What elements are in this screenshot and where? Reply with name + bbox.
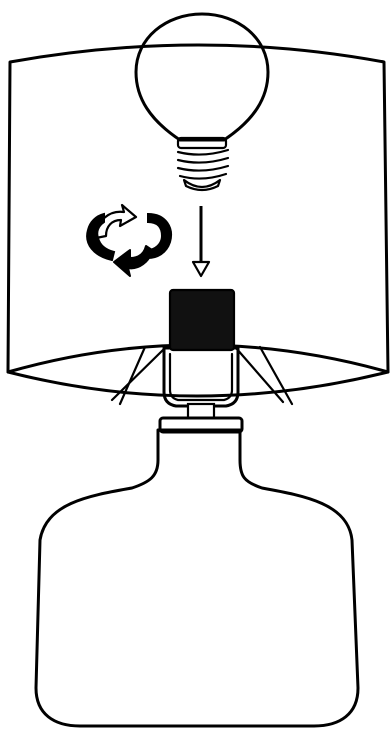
down-arrow-icon <box>191 206 211 278</box>
rotate-arrows-icon <box>86 203 172 277</box>
base-body <box>34 428 360 728</box>
bulb-glass <box>134 12 270 142</box>
bulb-thread-4 <box>178 172 228 180</box>
shade-strut-mid-right <box>258 345 294 406</box>
bulb-thread-3 <box>176 164 230 172</box>
lamp-socket <box>162 288 240 420</box>
rotate-arrow-lower <box>113 245 153 277</box>
socket-neck <box>186 402 216 420</box>
rotate-arrow-left <box>86 212 116 262</box>
lamp-shade <box>6 43 390 406</box>
socket-sleeve <box>168 288 236 352</box>
shade-strut-mid-left <box>118 345 147 406</box>
socket-inner <box>168 352 234 402</box>
shade-strut-left <box>110 346 167 402</box>
bulb-tip <box>182 178 222 192</box>
light-bulb-icon <box>134 12 270 192</box>
lamp-base <box>34 416 360 728</box>
bulb-collar <box>176 136 228 150</box>
base-cap <box>158 416 244 434</box>
bulb-thread-1 <box>176 148 230 156</box>
bulb-thread-2 <box>176 156 230 164</box>
socket-holder <box>162 346 240 408</box>
shade-strut-right <box>234 346 285 404</box>
